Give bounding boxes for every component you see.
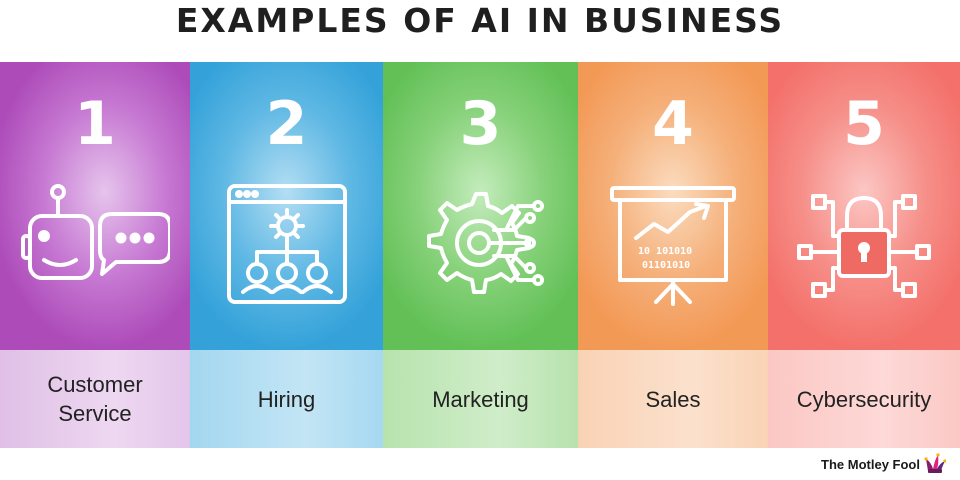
column-sales: 4 10 101010 01101010 Sales — [578, 62, 768, 448]
column-label: Marketing — [383, 350, 578, 448]
column-number: 4 — [652, 89, 694, 159]
column-customer-service: 1 Customer Service — [0, 62, 190, 448]
column-number: 1 — [74, 89, 116, 159]
page-title: EXAMPLES OF AI IN BUSINESS — [175, 1, 785, 40]
network-lock-icon — [789, 180, 939, 308]
column-label: Customer Service — [0, 350, 190, 448]
examples-columns: 1 Customer Service 2 — [0, 62, 960, 448]
column-cybersecurity: 5 — [768, 62, 960, 448]
recruitment-hierarchy-icon — [212, 180, 362, 308]
column-number: 2 — [265, 89, 308, 159]
column-top-panel: 2 — [190, 62, 383, 350]
column-label: Cybersecurity — [768, 350, 960, 448]
column-top-panel: 4 10 101010 01101010 — [578, 62, 768, 350]
column-label: Hiring — [190, 350, 383, 448]
column-label: Sales — [578, 350, 768, 448]
column-marketing: 3 Marketing — [383, 62, 578, 448]
presentation-chart-icon: 10 101010 01101010 — [598, 180, 748, 308]
jester-hat-logo-icon — [924, 453, 947, 475]
column-number: 5 — [843, 89, 885, 159]
binary-line-2: 01101010 — [642, 260, 690, 271]
binary-line-1: 10 101010 — [638, 246, 692, 257]
column-top-panel: 1 — [0, 62, 190, 350]
brand-name: The Motley Fool — [821, 456, 920, 472]
column-top-panel: 3 — [383, 62, 578, 350]
column-number: 3 — [459, 89, 502, 159]
gear-circuit-icon — [406, 180, 556, 308]
column-top-panel: 5 — [768, 62, 960, 350]
column-hiring: 2 — [190, 62, 383, 448]
robot-chat-icon — [20, 180, 170, 308]
brand-footer: The Motley Fool — [821, 452, 947, 476]
